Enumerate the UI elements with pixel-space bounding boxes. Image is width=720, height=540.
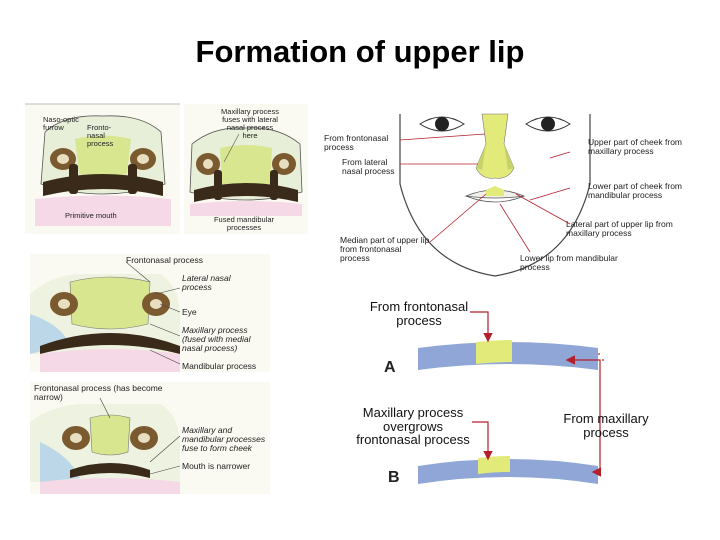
- label-strip-b: B: [388, 469, 400, 486]
- embryo-panel-2: Maxillary process fuses with lateral nas…: [184, 104, 308, 234]
- strip-a: [418, 340, 598, 370]
- strip-diagram: From frontonasal process A Maxillary pro…: [348, 294, 712, 496]
- label-bot-maxmand: Maxillary and mandibular processes fuse …: [182, 425, 266, 453]
- label-strip-a: A: [384, 359, 396, 376]
- label-bot-frontonasal-narrow: Frontonasal process (has become narrow): [34, 383, 163, 402]
- left-eye: [419, 116, 465, 132]
- embryo-drawing-3: [30, 254, 270, 372]
- embryo-panel-3: Frontonasal process Lateral nasal proces…: [30, 254, 270, 372]
- label-face-frontonasal: From frontonasal process: [324, 133, 389, 152]
- label-mid-frontonasal: Frontonasal process: [126, 255, 204, 265]
- label-maxillary-fuses: Maxillary process fuses with lateral nas…: [221, 107, 279, 140]
- label-face-median-lip: Median part of upper lip from frontonasa…: [340, 235, 430, 263]
- label-fused-mandibular: Fused mandibular processes: [213, 215, 275, 232]
- embryo-drawing-4: [30, 382, 270, 494]
- embryo-panel-4: Frontonasal process (has become narrow) …: [30, 382, 270, 494]
- label-nasoptic-furrow: Naso-optic furrow: [43, 115, 79, 132]
- label-mid-mandibular: Mandibular process: [182, 361, 257, 371]
- label-face-lateral-nasal: From lateral nasal process: [342, 157, 395, 176]
- embryo-panel-1: Naso-optic furrow Fronto-nasal process P…: [25, 103, 180, 234]
- strip-b: [418, 456, 598, 484]
- label-bot-mouth-narrow: Mouth is narrower: [182, 461, 251, 471]
- label-face-upper-cheek: Upper part of cheek from maxillary proce…: [588, 137, 683, 156]
- page-title: Formation of upper lip: [195, 34, 525, 69]
- embryo-drawing-1: [25, 103, 180, 234]
- label-face-lower-cheek: Lower part of cheek from mandibular proc…: [588, 181, 683, 200]
- label-face-lateral-lip: Lateral part of upper lip from maxillary…: [566, 219, 673, 238]
- label-strip-maxillary: From maxillary process: [563, 411, 649, 440]
- embryo-drawing-2: [184, 104, 308, 234]
- label-strip-frontonasal: From frontonasal process: [369, 299, 469, 328]
- right-eye: [525, 116, 571, 132]
- label-mid-lateral-nasal: Lateral nasal process: [182, 273, 231, 292]
- label-face-lower-lip: Lower lip from mandibular process: [520, 253, 618, 272]
- label-strip-overgrows: Maxillary process overgrows frontonasal …: [356, 405, 470, 448]
- label-frontonasal-1: Fronto-nasal process: [87, 123, 114, 148]
- face-diagram: From frontonasal process From lateral na…: [320, 104, 700, 277]
- label-mid-maxillary: Maxillary process (fused with medial nas…: [182, 325, 251, 353]
- label-mid-eye: Eye: [182, 307, 197, 317]
- face-drawing: [399, 113, 591, 277]
- strip-drawing: [418, 311, 604, 484]
- label-primitive-mouth: Primitive mouth: [65, 211, 117, 220]
